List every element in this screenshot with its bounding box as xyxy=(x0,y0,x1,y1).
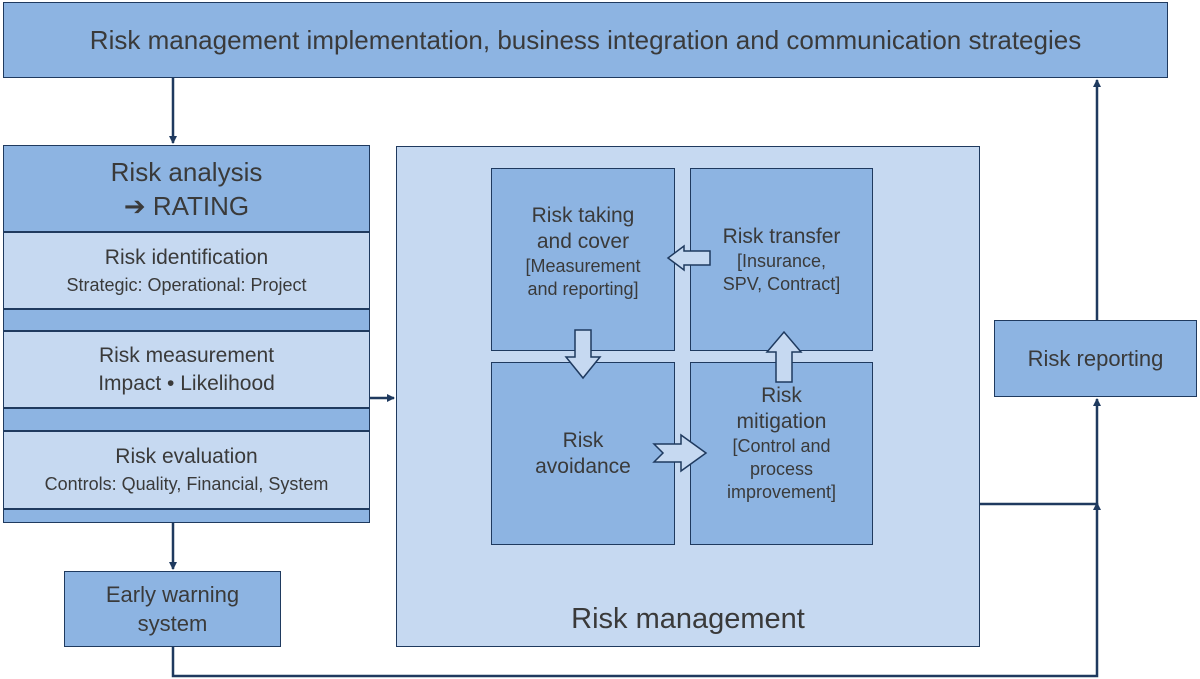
block-arrow-transfer-to-taking xyxy=(666,244,711,272)
risk-measurement-box: Risk measurement Impact • Likelihood xyxy=(3,331,370,408)
risk-analysis-header: Risk analysis ➔ RATING xyxy=(3,145,370,232)
risk-mitigation-box: Risk mitigation [Control and process imp… xyxy=(690,362,873,545)
risk-transfer-line: [Insurance, xyxy=(736,250,827,271)
risk-avoidance-line: avoidance xyxy=(535,454,631,478)
risk-taking-line: Risk taking xyxy=(531,204,635,227)
early-warning-box: Early warning system xyxy=(64,571,281,647)
risk-reporting-text: Risk reporting xyxy=(1027,345,1164,371)
risk-avoidance-line: Risk xyxy=(562,428,604,452)
risk-evaluation-box: Risk evaluation Controls: Quality, Finan… xyxy=(3,431,370,509)
risk-measurement-detail: Impact • Likelihood xyxy=(98,371,275,395)
risk-mitigation-line: [Control and xyxy=(732,436,831,456)
risk-taking-box: Risk taking and cover [Measurement and r… xyxy=(491,168,675,351)
strategy-banner-text: Risk management implementation, business… xyxy=(89,24,1082,55)
risk-reporting-box: Risk reporting xyxy=(994,320,1197,397)
early-warning-line: Early warning xyxy=(105,582,240,607)
risk-analysis-title: Risk analysis xyxy=(110,156,263,187)
risk-management-title: Risk management xyxy=(571,603,805,635)
strategy-banner: Risk management implementation, business… xyxy=(3,2,1168,78)
early-warning-line: system xyxy=(137,611,208,636)
risk-taking-line: and reporting] xyxy=(527,279,639,299)
risk-mitigation-line: Risk xyxy=(761,384,802,407)
risk-taking-line: and cover xyxy=(536,230,630,253)
risk-avoidance-box: Risk avoidance xyxy=(491,362,675,545)
risk-transfer-line: Risk transfer xyxy=(722,224,841,248)
risk-measurement-title: Risk measurement xyxy=(98,343,275,367)
risk-mitigation-line: process xyxy=(749,459,814,479)
risk-evaluation-detail: Controls: Quality, Financial, System xyxy=(44,474,329,494)
risk-evaluation-title: Risk evaluation xyxy=(115,445,258,468)
risk-transfer-box: Risk transfer [Insurance, SPV, Contract] xyxy=(690,168,873,351)
risk-transfer-line: SPV, Contract] xyxy=(722,273,841,294)
risk-identification-title: Risk identification xyxy=(104,245,269,269)
risk-taking-line: [Measurement xyxy=(525,256,641,276)
block-arrow-avoidance-to-mitigation xyxy=(652,433,708,473)
risk-mitigation-line: improvement] xyxy=(726,482,837,502)
analysis-separator xyxy=(3,309,370,331)
block-arrow-mitigation-to-transfer xyxy=(765,330,803,383)
risk-identification-box: Risk identification Strategic: Operation… xyxy=(3,232,370,309)
rating-label: ➔ RATING xyxy=(123,190,250,221)
arrow-early-warning-to-reporting xyxy=(171,502,1101,678)
connector-management-to-reporting xyxy=(980,398,1101,506)
risk-identification-detail: Strategic: Operational: Project xyxy=(66,274,307,295)
analysis-separator xyxy=(3,509,370,523)
risk-mitigation-line: mitigation xyxy=(736,410,827,433)
analysis-separator xyxy=(3,408,370,431)
block-arrow-taking-to-avoidance xyxy=(564,329,602,380)
